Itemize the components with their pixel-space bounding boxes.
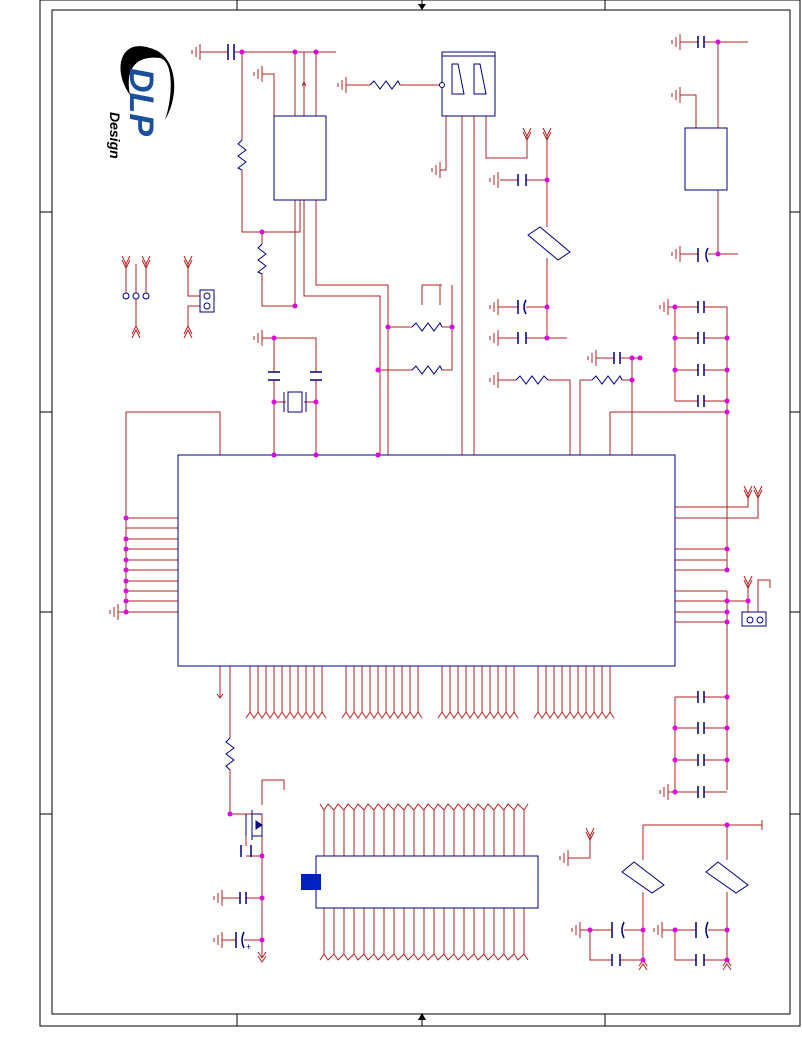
bus-terminations (245, 711, 615, 961)
logo-swoosh (120, 46, 175, 121)
ic-eeprom (273, 115, 327, 201)
resistor-r1 (237, 139, 247, 171)
center-arrow-bottom (418, 1013, 426, 1026)
resistor-r2 (257, 243, 267, 275)
resistor-r4 (411, 322, 443, 332)
regulator-diode-3 (705, 861, 749, 894)
resistor-r7 (591, 375, 623, 385)
junction-nodes (123, 39, 751, 963)
logo-tagline: Design (107, 112, 123, 159)
header-2pin-right (741, 611, 767, 627)
usb-connector (441, 51, 496, 117)
sheet-frame (39, 0, 801, 1027)
resistor-r6 (515, 375, 549, 385)
wires (118, 41, 770, 961)
crystal (287, 391, 303, 413)
resistor-r8 (225, 737, 235, 771)
resistor-r5 (411, 365, 443, 375)
resistor-r3 (369, 80, 401, 90)
resistors (225, 80, 623, 771)
connector-pins (122, 82, 764, 624)
regulator-diode-1 (527, 226, 571, 261)
ic-memory (315, 855, 539, 909)
cap-polarity-mark: + (246, 942, 251, 952)
dlp-design-logo: DLP Design (107, 46, 175, 159)
capacitors (227, 36, 709, 966)
center-arrow-top (418, 0, 426, 10)
ic-main-controller (177, 454, 676, 667)
header-2pin-left (199, 289, 215, 313)
ic-regulator-top (684, 127, 728, 191)
ic-memory-pin1-marker (301, 874, 321, 890)
ground-symbols (109, 34, 681, 948)
power-arrows (121, 80, 771, 971)
components (177, 51, 767, 909)
regulator-diode-2 (621, 861, 665, 894)
logo-brand: DLP (122, 68, 160, 136)
